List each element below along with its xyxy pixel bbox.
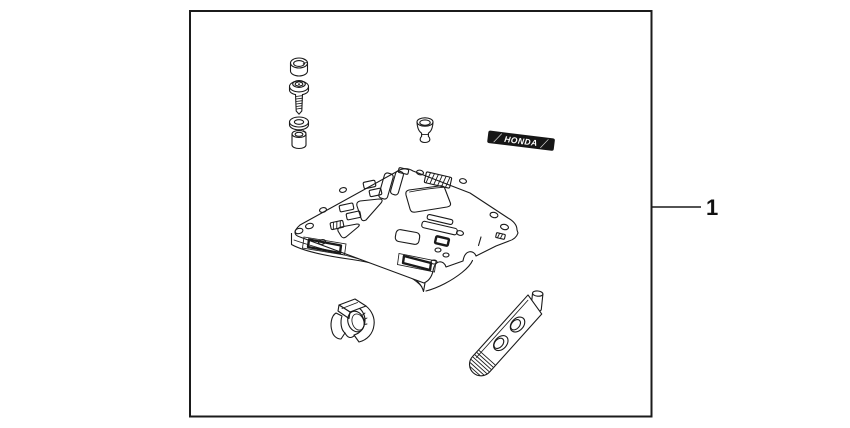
collar-body	[291, 133, 307, 150]
part-mounting-strap	[468, 290, 544, 377]
collar-slit	[302, 130, 307, 133]
part-rubber-clamp	[330, 298, 375, 343]
plate-cutout-depth-line	[409, 186, 445, 193]
part-washer	[288, 116, 310, 131]
washer-thickness	[288, 121, 310, 131]
plate-slot	[362, 179, 377, 190]
collar-hole	[294, 131, 304, 137]
plate-hole	[442, 252, 450, 258]
plate-hole	[489, 211, 499, 219]
hatch-line	[425, 172, 451, 188]
clamp-left-ear	[330, 312, 346, 340]
strap-hatch	[469, 350, 496, 376]
plate-slot	[426, 213, 454, 226]
part-carrier-base-plate	[290, 167, 519, 293]
clamp-hatch	[362, 312, 368, 325]
strap-edge-line	[475, 299, 529, 358]
clamp-hole	[347, 310, 365, 333]
band-panel	[397, 252, 437, 273]
strap-hole-inner	[493, 337, 505, 350]
strap-body	[468, 294, 543, 377]
plate-outline	[294, 168, 519, 284]
clamp-top-edge-line	[341, 302, 358, 309]
plate-cutout-large	[394, 229, 421, 245]
plate-hole	[416, 169, 424, 176]
washer-hole	[293, 119, 305, 125]
band-slot	[401, 254, 433, 272]
plate-hole	[339, 187, 347, 193]
cushion-inner-rim	[419, 119, 431, 126]
plate-slot	[378, 172, 394, 200]
bolt-threads	[295, 95, 303, 110]
plate-slot-thick	[433, 235, 451, 247]
cushion-body	[416, 121, 434, 144]
bolt-socket-dot	[298, 83, 300, 86]
cap-body	[289, 62, 309, 77]
plate-slot	[368, 187, 383, 198]
part-rubber-cushion	[416, 117, 434, 144]
callout-1: 1	[652, 195, 718, 220]
hatched-slot-outline	[495, 232, 506, 240]
washer-face	[288, 116, 310, 128]
clamp-hole-inner	[351, 313, 365, 331]
plate-tick-mark	[477, 236, 482, 247]
emblem-label: HONDA	[504, 134, 539, 148]
callout-label: 1	[706, 195, 718, 220]
clamp-front-face	[337, 304, 351, 320]
hatch-line	[332, 220, 341, 230]
plate-hole	[434, 247, 442, 253]
part-collar	[291, 129, 307, 150]
clamp-right-band	[353, 305, 375, 343]
rod-top	[531, 290, 544, 297]
emblem-plate	[487, 130, 555, 151]
bolt-socket	[294, 81, 304, 87]
plate-hole	[305, 222, 314, 230]
plate-cutout-triangle	[337, 223, 360, 239]
plate-slot	[338, 202, 355, 213]
plate-right-band	[425, 259, 474, 292]
plate-hole	[294, 227, 304, 235]
emblem-hatch-lines	[493, 133, 549, 149]
grip-pad-outline	[423, 171, 453, 189]
plate-slot	[390, 170, 404, 196]
strap-hole-inner	[510, 319, 522, 331]
plate-hole	[319, 207, 327, 213]
plate-slot	[421, 220, 458, 236]
strap-body-group	[468, 294, 543, 377]
plate-grip-pad	[423, 171, 453, 189]
plate-hole	[500, 223, 509, 231]
clamp-bottom-curl	[344, 332, 356, 339]
part-cap	[289, 57, 309, 77]
hatch-line	[497, 233, 503, 239]
strap-hole	[493, 335, 509, 352]
plate-cutout-triangle	[356, 198, 383, 222]
band-panel	[302, 236, 347, 256]
strap-hole	[509, 316, 526, 333]
part-honda-emblem: HONDA	[487, 130, 555, 151]
cap-slit	[302, 58, 307, 65]
plate-hole	[459, 178, 467, 184]
part-flange-socket-bolt	[288, 80, 310, 115]
bolt-head-top	[292, 80, 306, 88]
plate-hatched-slot-small	[495, 232, 506, 240]
band-slot	[306, 238, 343, 255]
plate-slot	[345, 210, 362, 221]
